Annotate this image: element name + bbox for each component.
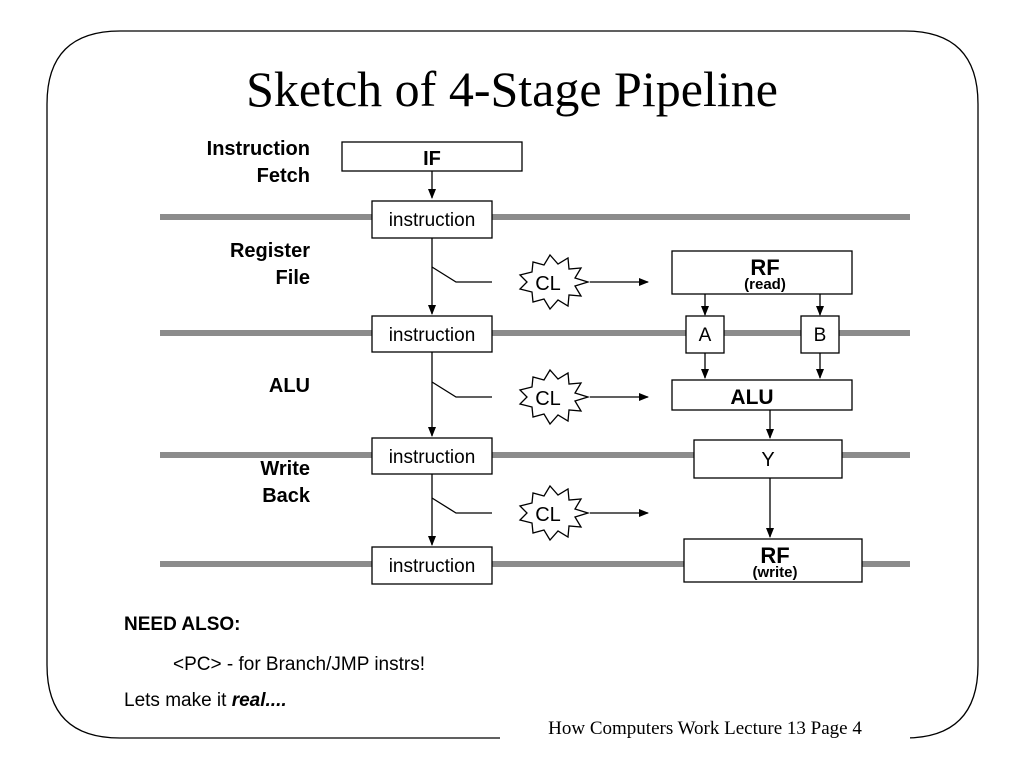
alu-box: ALU	[671, 379, 853, 411]
instruction-label-2: instruction	[389, 325, 476, 346]
cl-label-3: CL	[535, 504, 561, 526]
rf-write-label: RF	[760, 543, 789, 568]
stage-label-line: Instruction	[206, 138, 310, 160]
rf-write-sublabel: (write)	[753, 564, 798, 581]
if-label: IF	[423, 148, 441, 170]
branch-to-cl-3	[431, 497, 492, 514]
cl-starburst-2	[518, 368, 591, 426]
branch-to-cl-2	[431, 381, 492, 398]
y-register: Y	[693, 439, 843, 479]
a-register: A	[685, 315, 725, 354]
lets-make-it-real: Lets make it real....	[124, 690, 287, 712]
a-label: A	[699, 325, 712, 346]
stage-label-write-back: Write Back	[110, 456, 310, 510]
instruction-register-1: instruction	[371, 200, 493, 239]
instruction-register-4: instruction	[371, 546, 493, 585]
stage-label-line: Register	[229, 240, 310, 262]
stage-label-alu: ALU	[110, 373, 310, 400]
stage-label-register-file: Register File	[110, 238, 310, 292]
stage-label-instruction-fetch: Instruction Fetch	[110, 136, 310, 190]
stage-label-line: ALU	[268, 375, 310, 397]
instruction-label-1: instruction	[389, 210, 476, 231]
stage-label-line: Write	[260, 458, 310, 480]
rf-read-box: RF (read)	[671, 250, 853, 295]
lets-make-prefix: Lets make it	[124, 690, 232, 711]
lets-make-emphasis: real....	[231, 690, 287, 711]
instruction-register-2: instruction	[371, 315, 493, 353]
slide-frame	[46, 30, 979, 739]
y-label: Y	[761, 449, 774, 471]
cl-label-2: CL	[535, 388, 561, 410]
rf-write-box: RF (write)	[683, 538, 863, 583]
instruction-register-3: instruction	[371, 437, 493, 475]
stage-label-line: File	[275, 267, 310, 289]
slide-footer: How Computers Work Lecture 13 Page 4	[500, 718, 910, 740]
instruction-label-4: instruction	[389, 556, 476, 577]
cl-starburst-1	[518, 253, 591, 311]
rf-read-sublabel: (read)	[744, 276, 786, 293]
stage-label-line: Back	[262, 485, 310, 507]
stage-label-line: Fetch	[256, 165, 310, 187]
need-also-heading: NEED ALSO:	[124, 614, 241, 635]
cl-starburst-3	[518, 484, 591, 542]
instruction-label-3: instruction	[389, 447, 476, 468]
alu-label: ALU	[730, 386, 773, 409]
cl-label-1: CL	[535, 273, 561, 295]
slide-title: Sketch of 4-Stage Pipeline	[246, 61, 778, 117]
b-label: B	[814, 325, 827, 346]
branch-to-cl-1	[431, 266, 492, 283]
rf-read-label: RF	[750, 255, 779, 280]
b-register: B	[800, 315, 840, 354]
if-box: IF	[341, 141, 523, 172]
need-also-item: <PC> - for Branch/JMP instrs!	[173, 654, 426, 675]
